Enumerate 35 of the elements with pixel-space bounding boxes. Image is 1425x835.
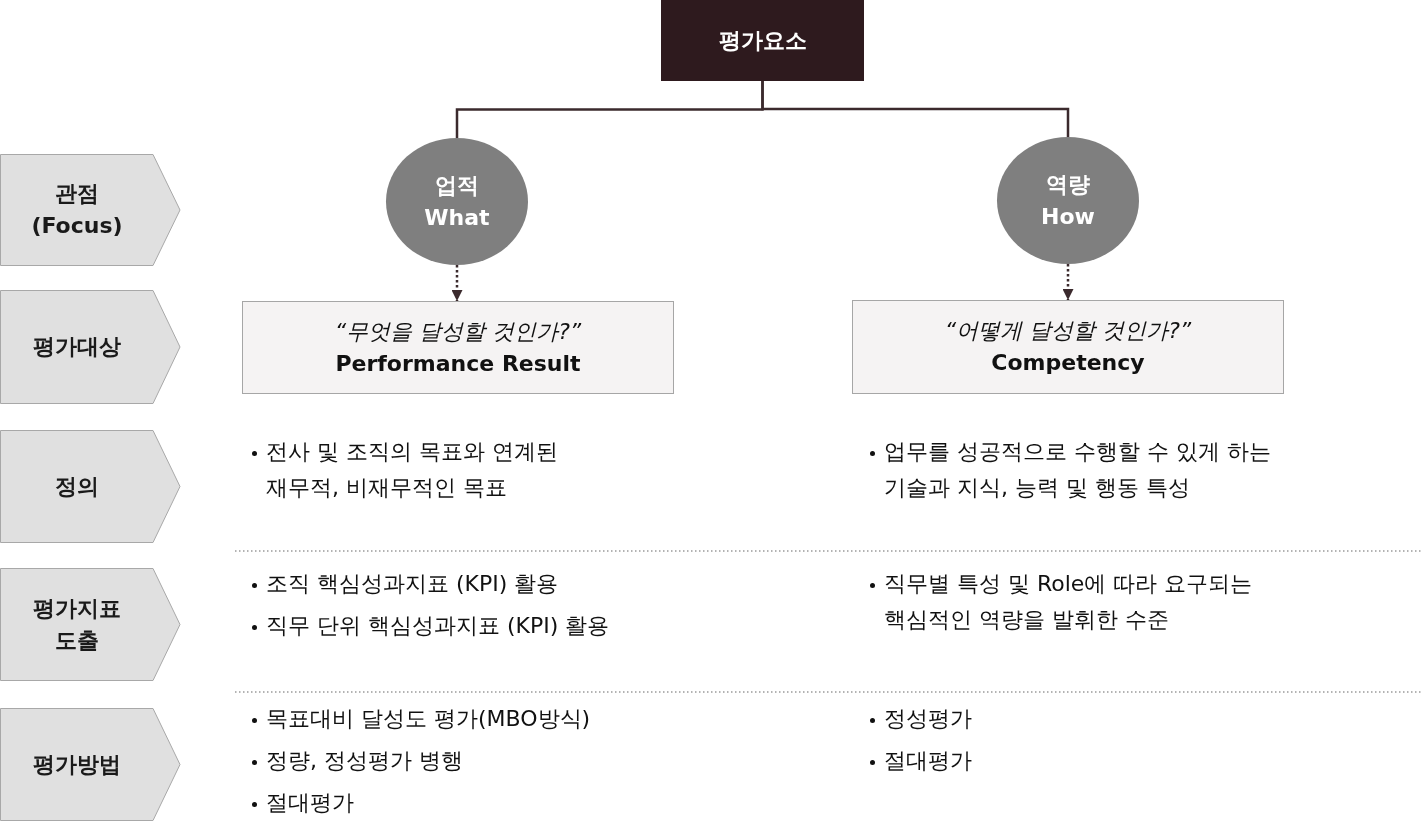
row-header-text: 평가지표 도출 bbox=[32, 594, 122, 655]
root-title: 평가요소 bbox=[718, 26, 807, 55]
bullet-item: 절대평가 bbox=[868, 743, 1318, 779]
target-text: Competency bbox=[991, 349, 1145, 377]
bullet-item: 직무 단위 핵심성과지표 (KPI) 활용 bbox=[250, 608, 710, 644]
row-header-text: 정의 bbox=[54, 472, 100, 501]
bullet-item: 정성평가 bbox=[868, 701, 1318, 737]
target-text: Performance Result bbox=[335, 349, 581, 378]
row-header-text: 평가대상 bbox=[32, 333, 122, 361]
row-header-text: 평가방법 bbox=[32, 750, 122, 779]
bullet-item: 정량, 정성평가 병행 bbox=[250, 743, 710, 779]
dotted-arrow bbox=[1062, 264, 1074, 300]
row-header-tab bbox=[0, 568, 181, 681]
connector-line bbox=[761, 81, 1070, 137]
bullet-item: 업무를 성공적으로 수행할 수 있게 하는 기술과 지식, 능력 및 행동 특성 bbox=[868, 434, 1318, 506]
bullet-item: 전사 및 조직의 목표와 연계된 재무적, 비재무적인 목표 bbox=[250, 434, 630, 506]
row-header-tab bbox=[0, 708, 181, 821]
row-header-tab bbox=[0, 154, 181, 266]
target-box bbox=[852, 300, 1284, 394]
circle-subtitle: What bbox=[424, 203, 490, 232]
question-text: “어떻게 달성할 것인가?” bbox=[944, 317, 1192, 345]
dotted-arrow bbox=[451, 265, 463, 301]
bullet-item: 직무별 특성 및 Role에 따라 요구되는 핵심적인 역량을 발휘한 수준 bbox=[868, 566, 1318, 638]
circle-subtitle: How bbox=[1041, 202, 1095, 231]
row-header-tab bbox=[0, 430, 181, 543]
circle-title: 업적 bbox=[435, 171, 479, 200]
circle-title: 역량 bbox=[1046, 170, 1090, 199]
bullet-item: 조직 핵심성과지표 (KPI) 활용 bbox=[250, 566, 710, 602]
bullet-item: 목표대비 달성도 평가(MBO방식) bbox=[250, 701, 710, 737]
question-text: “무엇을 달성할 것인가?” bbox=[334, 317, 582, 346]
row-header-text: 관점 (Focus) bbox=[30, 180, 124, 240]
bullet-item: 절대평가 bbox=[250, 785, 710, 821]
root-box bbox=[661, 0, 864, 81]
target-box bbox=[242, 301, 674, 394]
row-header-tab bbox=[0, 290, 181, 404]
